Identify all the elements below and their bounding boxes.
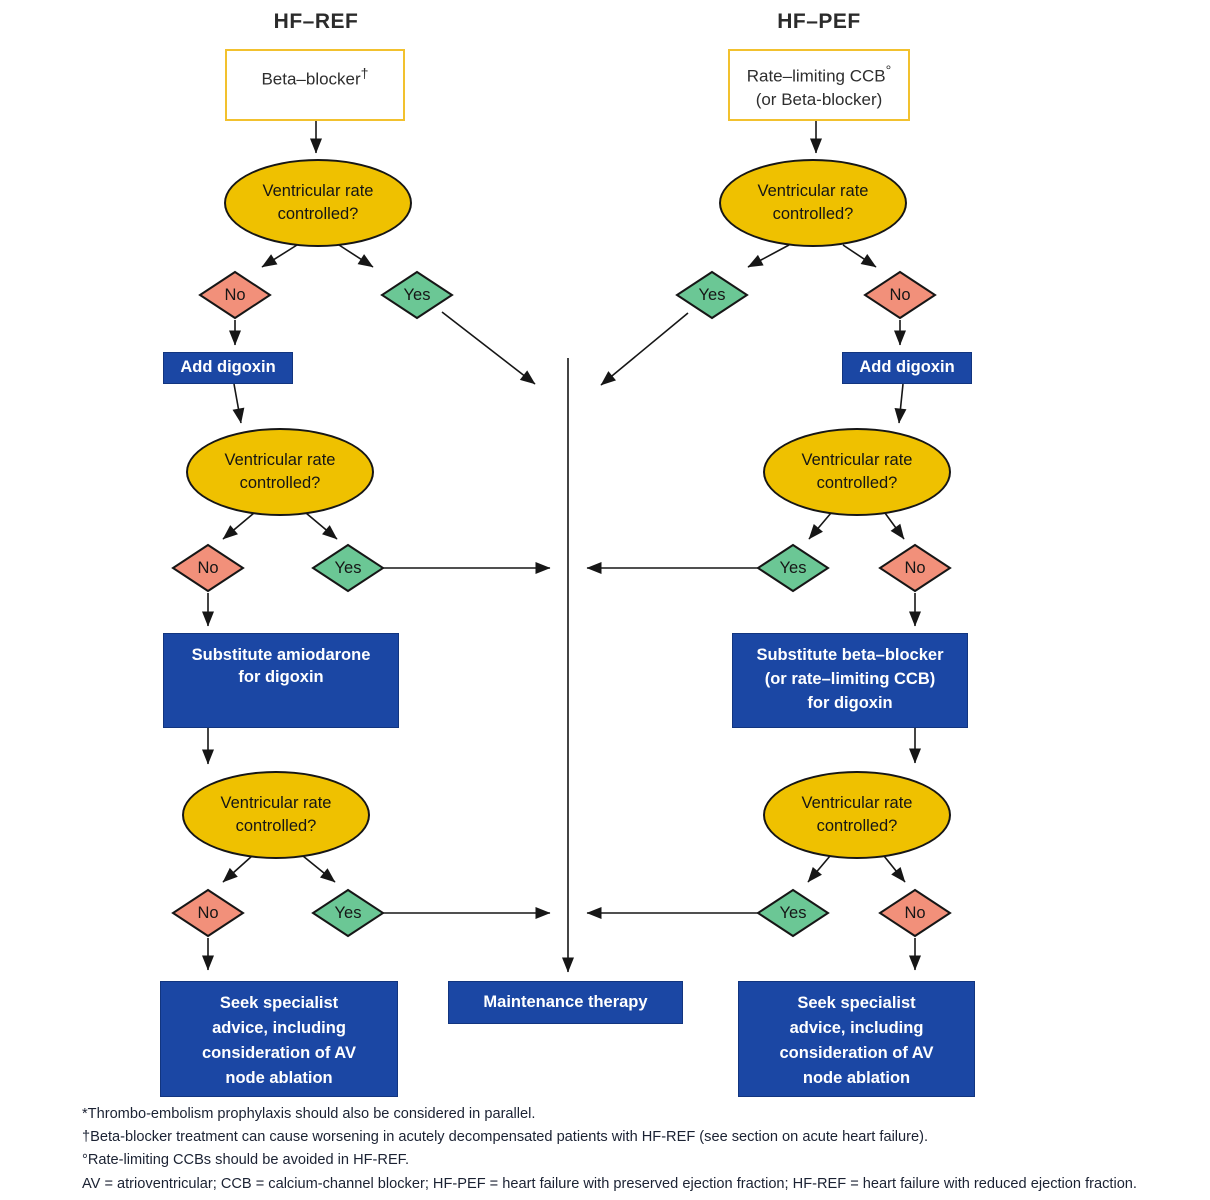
start-label: Beta–blocker — [261, 69, 361, 89]
yes-label: Yes — [779, 558, 807, 577]
action-label: Substitute amiodarone — [191, 646, 371, 664]
hf-pef-decision-1: Ventricular rate controlled? — [719, 159, 907, 247]
yes-diamond: Yes — [311, 543, 385, 593]
yes-label: Yes — [334, 903, 362, 922]
hf-ref-start-box: Beta–blocker† — [225, 49, 405, 121]
no-label: No — [197, 903, 219, 922]
yes-label: Yes — [334, 558, 362, 577]
no-diamond: No — [171, 543, 245, 593]
no-diamond: No — [171, 888, 245, 938]
action-label: Seek specialist — [797, 994, 916, 1012]
hf-pef-decision-3: Ventricular rate controlled? — [763, 771, 951, 859]
seek-specialist-box: Seek specialist advice, including consid… — [738, 981, 975, 1097]
maintenance-therapy-box: Maintenance therapy — [448, 981, 683, 1024]
yes-diamond: Yes — [756, 543, 830, 593]
action-label: advice, including — [212, 1019, 346, 1037]
no-label: No — [224, 285, 246, 304]
dagger-marker: † — [360, 66, 369, 82]
footnote-line: AV = atrioventricular; CCB = calcium-cha… — [82, 1175, 1137, 1192]
decision-label: Ventricular rate controlled? — [262, 182, 374, 223]
add-digoxin-box: Add digoxin — [842, 352, 972, 384]
decision-label: Ventricular rate controlled? — [801, 451, 913, 492]
no-label: No — [904, 558, 926, 577]
no-label: No — [197, 558, 219, 577]
substitute-beta-blocker-box: Substitute beta–blocker (or rate–limitin… — [732, 633, 968, 728]
decision-label: Ventricular rate controlled? — [757, 182, 869, 223]
action-label: Substitute beta–blocker — [756, 646, 944, 664]
footnote-line: °Rate-limiting CCBs should be avoided in… — [82, 1152, 410, 1169]
action-label: for digoxin — [238, 668, 324, 686]
footnote-line: †Beta-blocker treatment can cause worsen… — [82, 1129, 929, 1146]
yes-label: Yes — [779, 903, 807, 922]
yes-diamond: Yes — [380, 270, 454, 320]
hf-ref-decision-1: Ventricular rate controlled? — [224, 159, 412, 247]
add-digoxin-box: Add digoxin — [163, 352, 293, 384]
no-diamond: No — [878, 888, 952, 938]
decision-label: Ventricular rate controlled? — [220, 794, 332, 835]
no-label: No — [889, 285, 911, 304]
yes-diamond: Yes — [311, 888, 385, 938]
action-label: node ablation — [225, 1069, 333, 1087]
hf-ref-decision-3: Ventricular rate controlled? — [182, 771, 370, 859]
action-label: consideration of AV — [201, 1044, 356, 1062]
substitute-amiodarone-box: Substitute amiodarone for digoxin — [163, 633, 399, 728]
hf-ref-decision-2: Ventricular rate controlled? — [186, 428, 374, 516]
action-label: node ablation — [802, 1069, 911, 1087]
degree-marker: ° — [885, 63, 892, 79]
hf-ref-title: HF–REF — [273, 10, 359, 33]
no-diamond: No — [863, 270, 937, 320]
action-label: Seek specialist — [219, 994, 339, 1012]
no-diamond: No — [198, 270, 272, 320]
action-label: advice, including — [789, 1019, 924, 1037]
flow-arrows — [202, 121, 921, 973]
yes-diamond: Yes — [675, 270, 749, 320]
yes-label: Yes — [403, 285, 431, 304]
start-label: Rate–limiting CCB — [746, 66, 886, 86]
seek-specialist-box: Seek specialist advice, including consid… — [160, 981, 398, 1097]
hf-pef-decision-2: Ventricular rate controlled? — [763, 428, 951, 516]
decision-label: Ventricular rate controlled? — [801, 794, 913, 835]
action-label: (or rate–limiting CCB) — [764, 670, 936, 688]
yes-label: Yes — [698, 285, 726, 304]
action-label: for digoxin — [807, 694, 893, 712]
yes-diamond: Yes — [756, 888, 830, 938]
hf-pef-title: HF–PEF — [777, 10, 861, 33]
footnote-line: *Thrombo-embolism prophylaxis should als… — [82, 1106, 536, 1122]
footnotes: *Thrombo-embolism prophylaxis should als… — [82, 1103, 1192, 1196]
action-label: consideration of AV — [779, 1044, 934, 1062]
no-label: No — [904, 903, 926, 922]
no-diamond: No — [878, 543, 952, 593]
decision-label: Ventricular rate controlled? — [224, 451, 336, 492]
hf-pef-start-box: Rate–limiting CCB° (or Beta-blocker) — [728, 49, 910, 121]
start-label-line2: (or Beta-blocker) — [755, 89, 883, 109]
